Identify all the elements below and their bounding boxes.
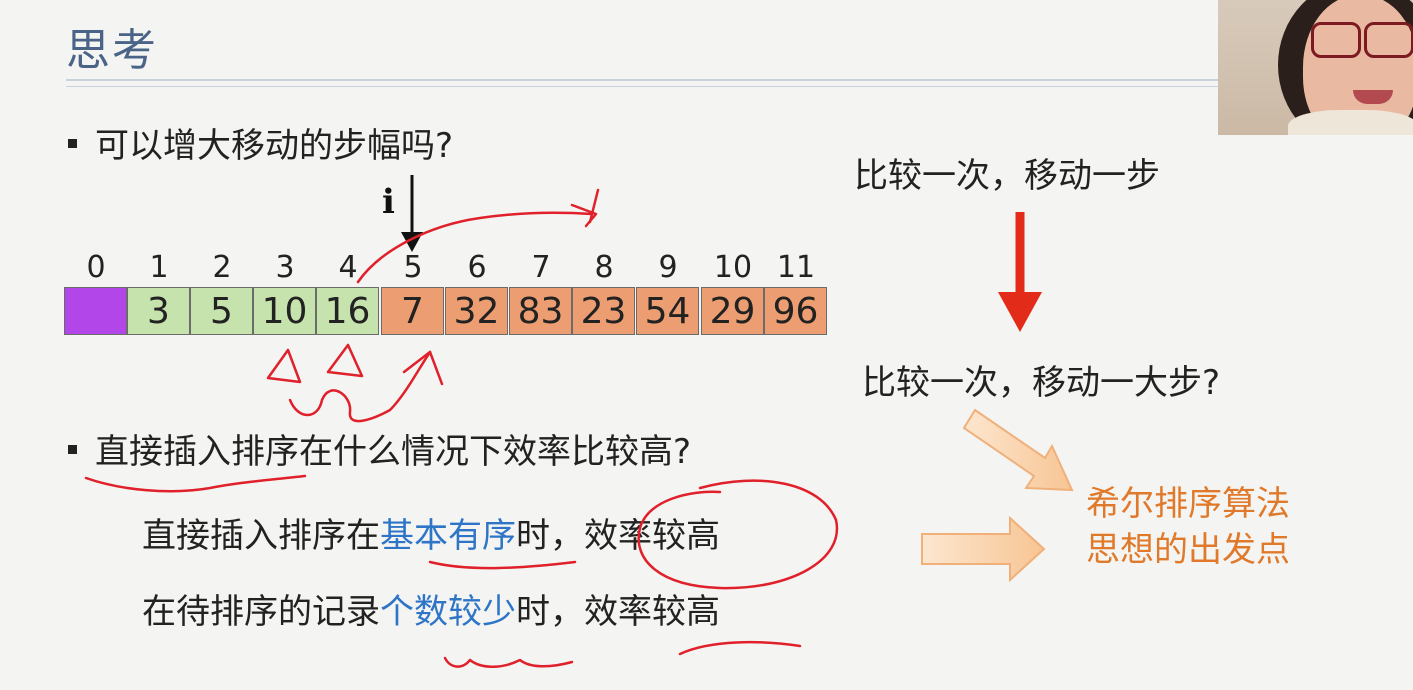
shell-sort-origin: 希尔排序算法 思想的出发点 <box>1086 481 1290 573</box>
title-divider-thin <box>66 86 1218 87</box>
bullet-square-icon <box>68 445 77 454</box>
array-cell-unsorted: 96 <box>764 287 827 335</box>
compare-once-move-big: 比较一次，移动一大步? <box>862 363 1221 403</box>
array-index: 7 <box>531 250 551 285</box>
answer-line-1: 直接插入排序在基本有序时，效率较高 <box>142 508 720 557</box>
answer-2-prefix: 在待排序的记录 <box>142 592 380 632</box>
compare-once-move-one: 比较一次，移动一步 <box>854 156 1160 196</box>
array-index: 11 <box>776 250 816 285</box>
array-cell-unsorted: 29 <box>701 287 764 335</box>
pointer-i-label: i <box>382 182 395 222</box>
bullet-2-text: 直接插入排序在什么情况下效率比较高? <box>95 432 692 472</box>
right-block-arrow-icon <box>921 515 1046 583</box>
array-cell-unsorted: 7 <box>381 287 444 335</box>
answer-1-prefix: 直接插入排序在 <box>142 516 380 556</box>
bullet-question-2: 直接插入排序在什么情况下效率比较高? <box>68 424 691 473</box>
array-index: 5 <box>403 250 423 285</box>
array-index: 9 <box>658 250 678 285</box>
array-cell-sorted: 16 <box>316 287 379 335</box>
array-cell-unsorted: 23 <box>572 287 635 335</box>
slide-title: 思考 <box>66 25 158 76</box>
array-index: 10 <box>713 250 753 285</box>
red-down-arrow-icon <box>998 212 1042 332</box>
shell-sort-line-1: 希尔排序算法 <box>1086 484 1290 524</box>
array-cell-sentinel <box>64 287 127 335</box>
shell-sort-line-2: 思想的出发点 <box>1086 530 1290 570</box>
bullet-square-icon <box>68 139 77 148</box>
answer-2-keyword: 个数较少 <box>380 592 516 632</box>
answer-1-keyword: 基本有序 <box>380 516 516 556</box>
array-index: 4 <box>338 250 358 285</box>
bullet-question-1: 可以增大移动的步幅吗? <box>68 118 453 167</box>
diagonal-block-arrow-icon <box>962 408 1074 492</box>
array-cell-unsorted: 32 <box>445 287 508 335</box>
array-index: 2 <box>212 250 232 285</box>
answer-1-suffix: 时，效率较高 <box>516 516 720 556</box>
array-cell-sorted: 3 <box>127 287 190 335</box>
array-index: 3 <box>275 250 295 285</box>
webcam-video <box>1218 0 1413 135</box>
array-index: 8 <box>594 250 614 285</box>
array-cell-unsorted: 54 <box>636 287 699 335</box>
array-cell-unsorted: 83 <box>509 287 572 335</box>
array-index: 0 <box>86 250 106 285</box>
answer-2-suffix: 时，效率较高 <box>516 592 720 632</box>
bullet-1-text: 可以增大移动的步幅吗? <box>95 126 454 166</box>
array-index: 1 <box>149 250 169 285</box>
title-divider <box>66 79 1218 81</box>
pointer-down-arrow-icon <box>401 175 423 252</box>
answer-line-2: 在待排序的记录个数较少时，效率较高 <box>142 584 720 633</box>
array-index: 6 <box>467 250 487 285</box>
array-cell-sorted: 10 <box>253 287 316 335</box>
array-cell-sorted: 5 <box>190 287 253 335</box>
